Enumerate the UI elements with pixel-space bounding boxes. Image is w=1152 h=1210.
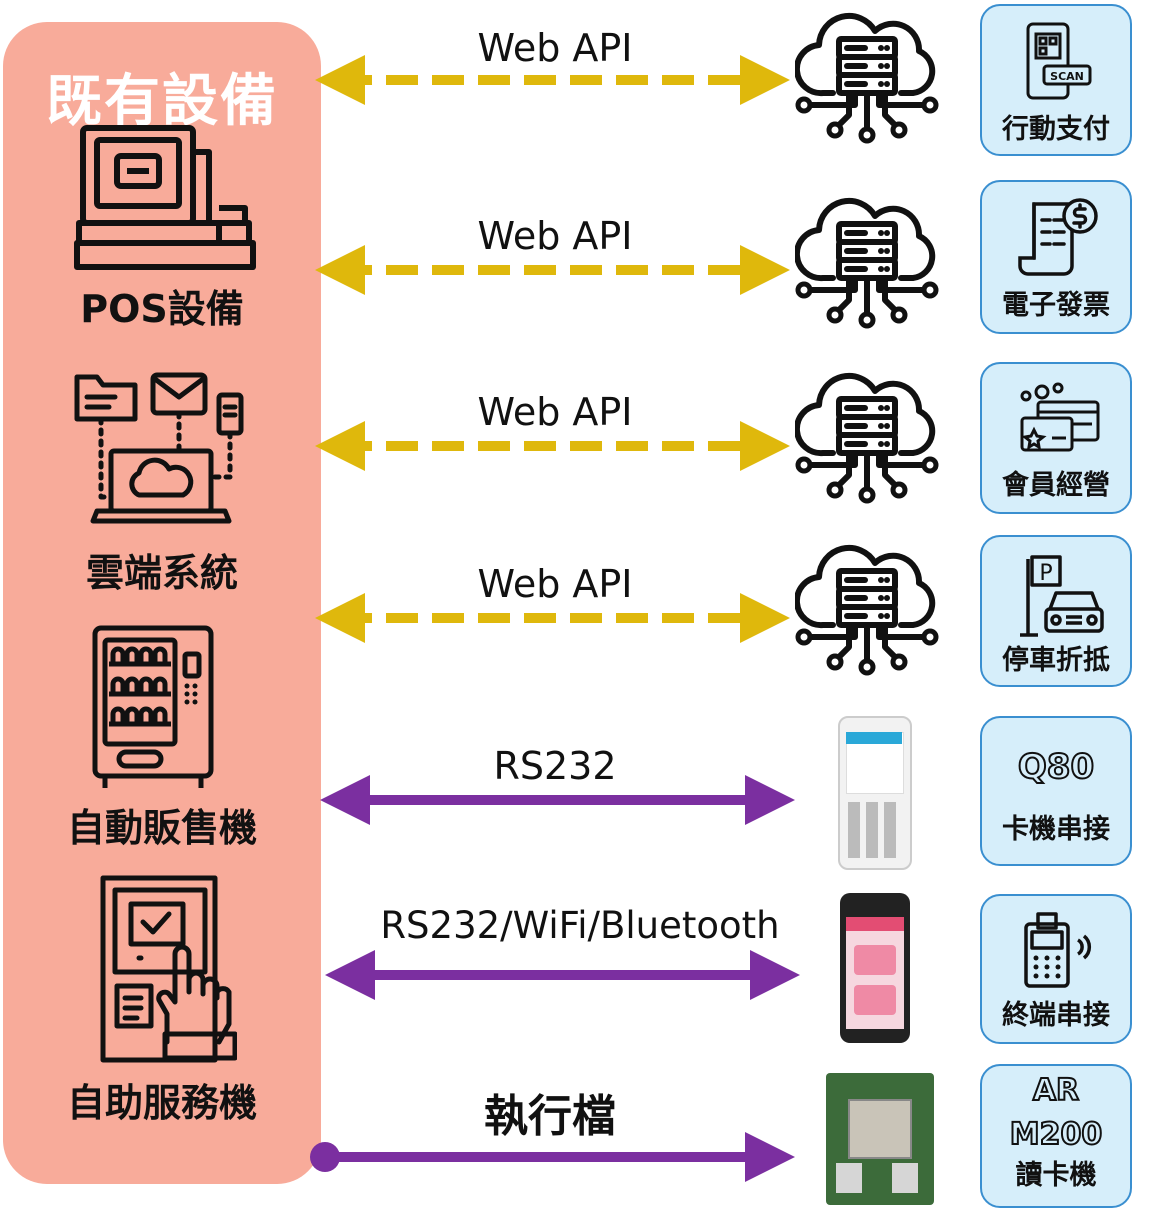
connection-label-7: 執行檔: [484, 1091, 616, 1142]
connection-label-5: RS232: [493, 744, 617, 788]
service-membership: 會員經營: [980, 362, 1132, 514]
vending-machine-icon: [92, 625, 214, 788]
service-mobile-payment: SCAN 行動支付: [980, 4, 1132, 156]
connection-label-3: Web API: [477, 390, 633, 434]
connection-label-4: Web API: [477, 562, 633, 606]
cloud-server-icon: [795, 372, 939, 504]
service-label-line2: 卡機串接: [1002, 814, 1110, 845]
service-e-invoice: 電子發票: [980, 180, 1132, 334]
panel-title: 既有設備: [46, 69, 278, 134]
connection-label-2: Web API: [477, 214, 633, 258]
invoice-dollar-icon: [1018, 198, 1098, 276]
service-label: 會員經營: [1002, 470, 1110, 501]
ar-m200-reader-board-image: [826, 1073, 934, 1205]
connection-label-6: RS232/WiFi/Bluetooth: [380, 904, 780, 947]
device-label-cloud: 雲端系統: [85, 551, 238, 595]
cloud-server-icon: [795, 12, 939, 144]
service-label: 停車折抵: [1002, 645, 1110, 676]
device-label-pos: POS設備: [80, 287, 244, 331]
member-card-icon: [1020, 382, 1100, 452]
service-label-line1: AR: [1032, 1073, 1080, 1109]
service-ar-m200-reader: AR M200 讀卡機: [980, 1064, 1132, 1208]
device-label-kiosk: 自助服務機: [66, 1081, 257, 1125]
self-service-kiosk-icon: [100, 875, 237, 1063]
cloud-server-icon: [795, 544, 939, 676]
executable-arrow: [310, 1132, 795, 1182]
q80-card-terminal-image: [838, 716, 912, 870]
service-label: 電子發票: [1002, 290, 1110, 321]
service-label: 行動支付: [1002, 114, 1110, 145]
service-label-line2: M200: [1009, 1117, 1103, 1153]
service-parking-discount: P 停車折抵: [980, 535, 1132, 687]
parking-car-icon: P: [1020, 555, 1104, 637]
wireless-terminal-image: [840, 893, 910, 1043]
qr-scan-phone-icon: SCAN: [1026, 22, 1092, 100]
card-terminal-icon: [1024, 912, 1092, 988]
pos-terminal-icon: [74, 125, 256, 270]
device-label-vending: 自動販售機: [66, 806, 257, 850]
service-label-line3: 讀卡機: [1015, 1160, 1097, 1191]
service-q80-card-reader: Q80 卡機串接: [980, 716, 1132, 866]
cloud-system-icon: [74, 372, 244, 524]
parking-sign-text: P: [1039, 561, 1052, 586]
service-terminal-connection: 終端串接: [980, 894, 1132, 1044]
cloud-server-icon: [795, 197, 939, 329]
service-label: 終端串接: [1002, 1000, 1110, 1031]
existing-equipment-panel: 既有設備 POS設備: [3, 22, 321, 1184]
connection-label-1: Web API: [477, 26, 633, 70]
service-label-line1: Q80: [1017, 746, 1095, 787]
scan-text: SCAN: [1050, 70, 1084, 83]
